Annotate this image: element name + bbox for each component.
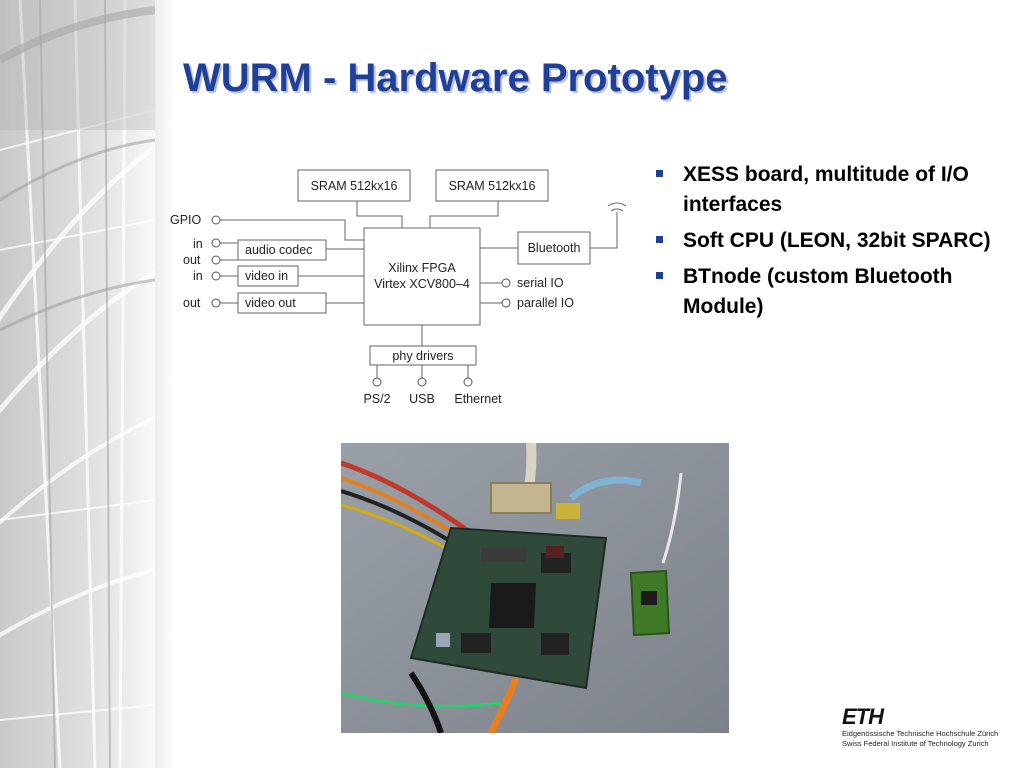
video-out-box [237,292,327,314]
audio-out-port-label: out [183,253,201,267]
bullet-text: Soft CPU (LEON, 32bit SPARC) [683,229,991,252]
eth-logo: ETH Eidgenössische Technische Hochschule… [842,705,1012,755]
square-bullet-icon [656,272,663,279]
sram-right-box [435,169,549,202]
ethernet-port [463,377,473,387]
bullet-list: XESS board, multitude of I/O interfaces … [656,160,1006,328]
serial-io-port [501,278,511,288]
strip-fade [155,0,175,768]
bluetooth-box [517,231,591,265]
antenna-icon [607,202,627,212]
phy-drivers-box [369,345,477,366]
eth-logo-line2: Swiss Federal Institute of Technology Zu… [842,739,989,748]
hardware-board-photo [341,443,729,733]
serial-io-label: serial IO [517,276,564,290]
gpio-label: GPIO [170,213,202,227]
eth-logo-mark: ETH [842,704,884,729]
fpga-box [363,227,481,326]
dome-architecture-image [0,0,155,768]
fpga-label-line1: Xilinx FPGA [388,261,456,275]
bullet-text: XESS board, multitude of I/O interfaces [683,163,969,216]
decorative-dome-strip [0,0,155,768]
bluetooth-label: Bluetooth [528,241,581,255]
video-in-box [237,265,299,287]
video-out-label: video out [245,296,296,310]
audio-codec-box [237,239,327,261]
bullet-item: Soft CPU (LEON, 32bit SPARC) [656,226,1006,256]
ethernet-label: Ethernet [454,392,502,406]
parallel-io-label: parallel IO [517,296,574,310]
eth-logo-line1: Eidgenössische Technische Hochschule Zür… [842,729,999,738]
parallel-io-port [501,298,511,308]
ps2-label: PS/2 [363,392,390,406]
audio-out-port [211,255,221,265]
video-in-port [211,271,221,281]
sram-left-label: SRAM 512kx16 [311,179,398,193]
ps2-port [372,377,382,387]
audio-in-port [211,238,221,248]
gpio-port [211,215,221,225]
video-out-port [211,298,221,308]
bullet-item: XESS board, multitude of I/O interfaces [656,160,1006,220]
square-bullet-icon [656,236,663,243]
usb-port [417,377,427,387]
fpga-label-line2: Virtex XCV800–4 [374,277,470,291]
sram-right-label: SRAM 512kx16 [449,179,536,193]
video-in-port-label: in [193,269,203,283]
bullet-item: BTnode (custom Bluetooth Module) [656,262,1006,322]
square-bullet-icon [656,170,663,177]
audio-in-port-label: in [193,237,203,251]
usb-label: USB [409,392,435,406]
phy-drivers-label: phy drivers [392,349,453,363]
audio-codec-label: audio codec [245,243,312,257]
slide-title: WURM - Hardware Prototype [183,56,728,100]
bullet-text: BTnode (custom Bluetooth Module) [683,265,953,318]
sram-left-box [297,169,411,202]
hardware-photo [341,443,729,733]
video-in-label: video in [245,269,288,283]
hardware-block-diagram: SRAM 512kx16 SRAM 512kx16 Xilinx FPGA Vi… [170,169,627,406]
video-out-port-label: out [183,296,201,310]
